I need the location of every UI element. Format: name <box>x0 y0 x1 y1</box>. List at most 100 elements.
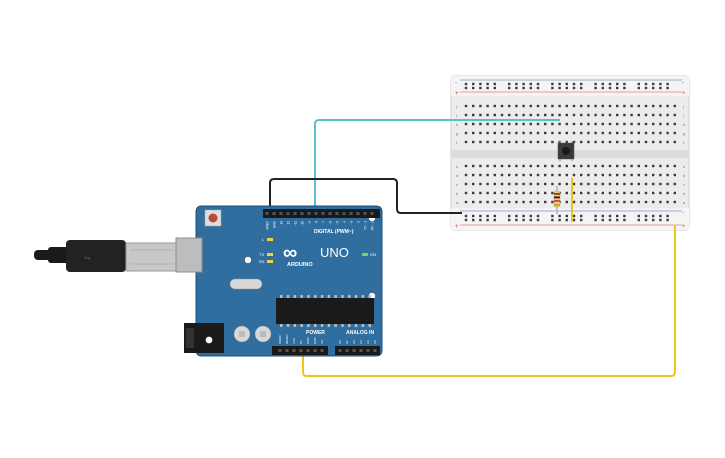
power-pin-socket[interactable] <box>306 349 310 352</box>
breadboard-hole[interactable] <box>666 86 669 90</box>
breadboard-hole[interactable] <box>580 200 583 204</box>
breadboard-hole[interactable] <box>536 82 540 86</box>
breadboard-hole[interactable] <box>529 182 532 186</box>
breadboard-hole[interactable] <box>565 104 568 108</box>
breadboard-hole[interactable] <box>666 122 669 126</box>
breadboard-hole[interactable] <box>515 218 518 222</box>
digital-pin-socket[interactable] <box>265 212 269 215</box>
breadboard-hole[interactable] <box>587 122 590 126</box>
breadboard-hole[interactable] <box>479 214 482 218</box>
breadboard-hole[interactable] <box>472 122 475 126</box>
breadboard-hole[interactable] <box>601 200 604 204</box>
breadboard-hole[interactable] <box>652 182 655 186</box>
breadboard-hole[interactable] <box>493 113 496 117</box>
breadboard-hole[interactable] <box>500 131 504 135</box>
breadboard-hole[interactable] <box>623 191 626 195</box>
breadboard-hole[interactable] <box>594 104 597 108</box>
digital-pin-socket[interactable] <box>279 212 283 215</box>
digital-pin-socket[interactable] <box>321 212 325 215</box>
breadboard-hole[interactable] <box>580 140 583 144</box>
breadboard-hole[interactable] <box>659 200 662 204</box>
breadboard-hole[interactable] <box>652 140 655 144</box>
breadboard-hole[interactable] <box>616 173 619 177</box>
breadboard-hole[interactable] <box>536 200 540 204</box>
breadboard-hole[interactable] <box>551 113 554 117</box>
breadboard-hole[interactable] <box>493 140 496 144</box>
breadboard-hole[interactable] <box>652 122 655 126</box>
breadboard-hole[interactable] <box>616 131 619 135</box>
breadboard-hole[interactable] <box>493 122 496 126</box>
breadboard-hole[interactable] <box>565 173 568 177</box>
breadboard-hole[interactable] <box>565 131 568 135</box>
breadboard-hole[interactable] <box>652 131 655 135</box>
digital-pin-socket[interactable] <box>342 212 346 215</box>
breadboard-hole[interactable] <box>637 182 640 186</box>
breadboard-hole[interactable] <box>580 214 583 218</box>
breadboard-hole[interactable] <box>652 104 655 108</box>
breadboard-hole[interactable] <box>479 173 482 177</box>
breadboard-hole[interactable] <box>536 218 540 222</box>
breadboard-hole[interactable] <box>500 191 504 195</box>
breadboard-hole[interactable] <box>580 173 583 177</box>
breadboard-hole[interactable] <box>565 122 568 126</box>
breadboard-hole[interactable] <box>544 113 547 117</box>
breadboard-hole[interactable] <box>493 164 496 168</box>
breadboard-hole[interactable] <box>659 82 662 86</box>
analog-pin-header[interactable] <box>335 346 380 355</box>
breadboard-hole[interactable] <box>486 113 489 117</box>
breadboard-hole[interactable] <box>594 113 597 117</box>
breadboard-hole[interactable] <box>500 200 504 204</box>
power-pin-socket[interactable] <box>285 349 289 352</box>
breadboard-hole[interactable] <box>637 113 640 117</box>
breadboard-hole[interactable] <box>666 131 669 135</box>
breadboard-hole[interactable] <box>515 200 518 204</box>
breadboard-hole[interactable] <box>644 82 648 86</box>
digital-pin-socket[interactable] <box>328 212 332 215</box>
breadboard-hole[interactable] <box>623 164 626 168</box>
breadboard-hole[interactable] <box>587 182 590 186</box>
breadboard-hole[interactable] <box>536 173 540 177</box>
breadboard-hole[interactable] <box>464 182 468 186</box>
breadboard-hole[interactable] <box>464 86 468 90</box>
breadboard-hole[interactable] <box>529 140 532 144</box>
breadboard-hole[interactable] <box>572 122 576 126</box>
breadboard-hole[interactable] <box>464 140 468 144</box>
digital-pin-socket[interactable] <box>349 212 353 215</box>
breadboard-hole[interactable] <box>673 113 676 117</box>
breadboard-hole[interactable] <box>500 140 504 144</box>
breadboard-hole[interactable] <box>500 113 504 117</box>
breadboard-hole[interactable] <box>472 140 475 144</box>
breadboard-hole[interactable] <box>522 182 525 186</box>
breadboard-hole[interactable] <box>464 191 468 195</box>
breadboard-hole[interactable] <box>522 164 525 168</box>
breadboard-hole[interactable] <box>572 104 576 108</box>
breadboard-hole[interactable] <box>565 113 568 117</box>
breadboard-hole[interactable] <box>601 86 604 90</box>
breadboard-hole[interactable] <box>580 82 583 86</box>
breadboard-hole[interactable] <box>580 191 583 195</box>
breadboard-hole[interactable] <box>515 164 518 168</box>
breadboard-hole[interactable] <box>493 214 496 218</box>
breadboard-hole[interactable] <box>616 82 619 86</box>
breadboard-hole[interactable] <box>522 122 525 126</box>
breadboard-hole[interactable] <box>544 131 547 135</box>
breadboard-hole[interactable] <box>616 182 619 186</box>
breadboard-hole[interactable] <box>623 104 626 108</box>
breadboard-hole[interactable] <box>479 82 482 86</box>
analog-pin-socket[interactable] <box>338 349 342 352</box>
breadboard-hole[interactable] <box>601 104 604 108</box>
power-pin-socket[interactable] <box>278 349 282 352</box>
breadboard-hole[interactable] <box>630 164 633 168</box>
breadboard-hole[interactable] <box>486 131 489 135</box>
breadboard-hole[interactable] <box>558 218 561 222</box>
breadboard-hole[interactable] <box>601 191 604 195</box>
power-pin-socket[interactable] <box>320 349 324 352</box>
breadboard-hole[interactable] <box>486 182 489 186</box>
digital-pin-socket[interactable] <box>363 212 367 215</box>
breadboard-hole[interactable] <box>472 82 475 86</box>
power-wire[interactable] <box>302 225 676 377</box>
breadboard-hole[interactable] <box>551 214 554 218</box>
breadboard-hole[interactable] <box>515 86 518 90</box>
breadboard-hole[interactable] <box>616 104 619 108</box>
